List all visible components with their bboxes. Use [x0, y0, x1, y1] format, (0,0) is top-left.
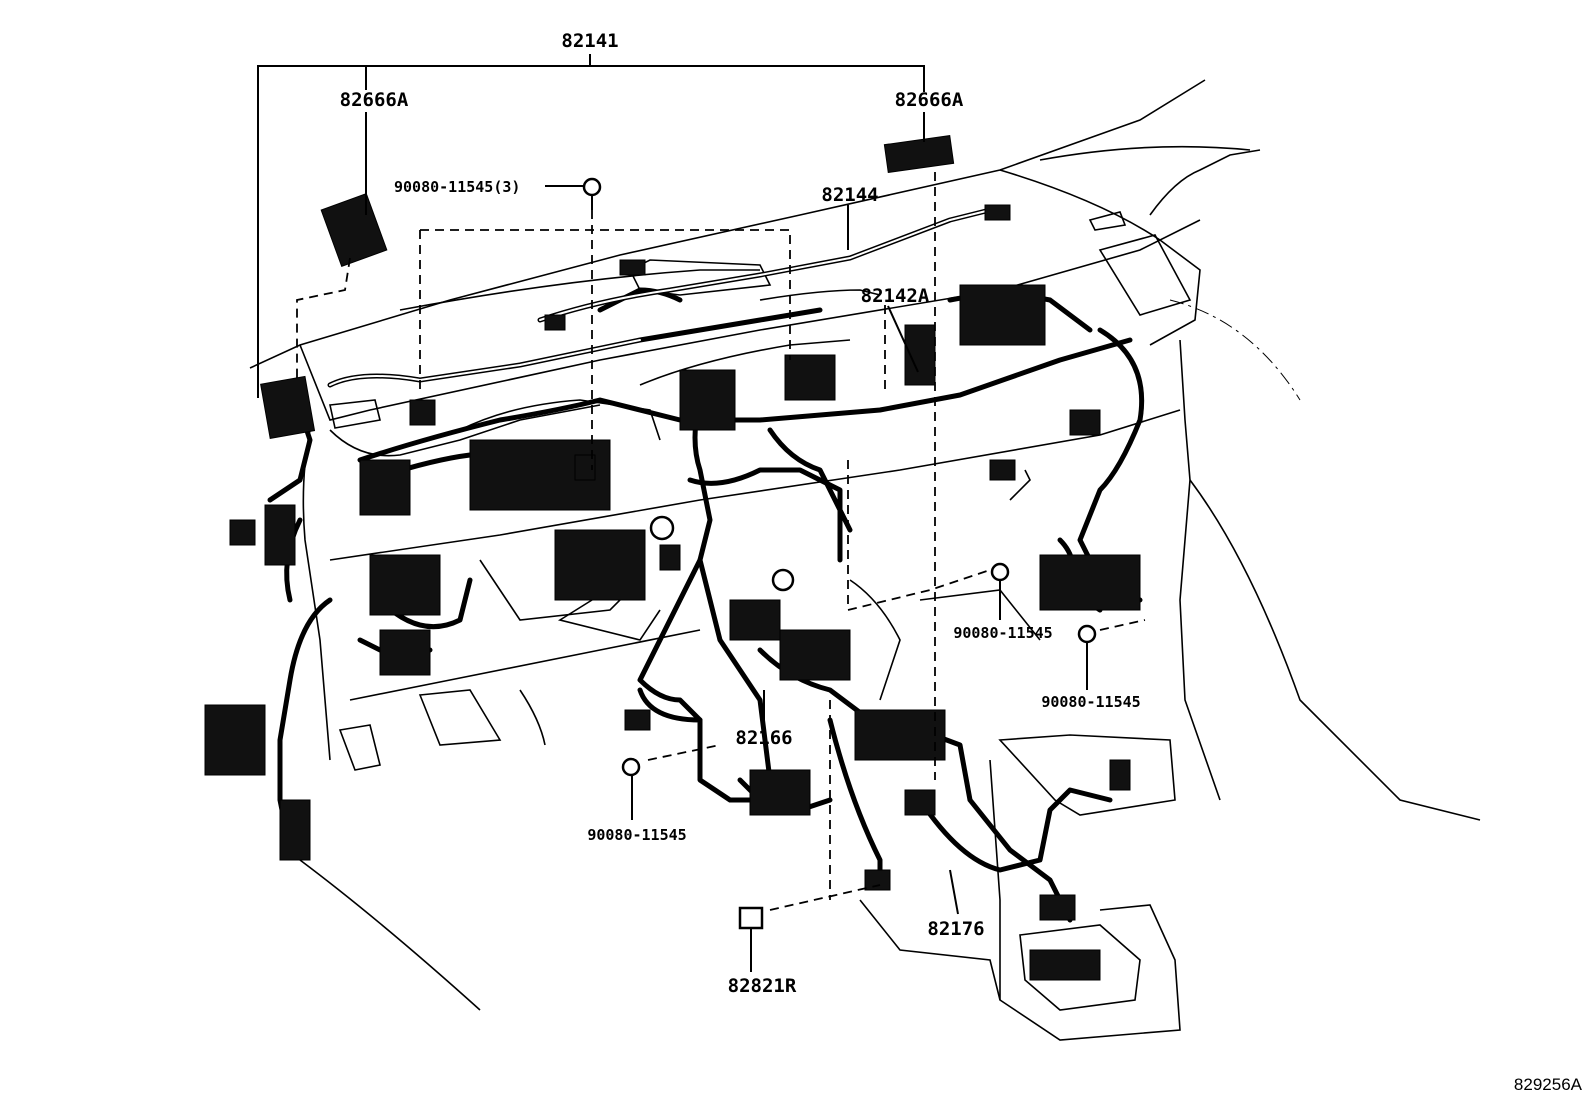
- label-82666a-right: 82666A: [895, 89, 964, 111]
- label-82821r: 82821R: [728, 975, 797, 997]
- label-bolt-right-lower: 90080-11545: [1041, 693, 1140, 711]
- label-leaders: [257, 54, 1088, 972]
- vehicle-body-outline: [249, 79, 1481, 1041]
- label-82142a: 82142A: [861, 285, 930, 307]
- part-labels: 82141 82666A 82666A 90080-11545(3) 82144…: [340, 30, 1583, 1094]
- diagram-reference-code: 829256A: [1514, 1075, 1583, 1094]
- label-bolt-bottom-left: 90080-11545: [587, 826, 686, 844]
- label-bolt-top: 90080-11545(3): [394, 178, 520, 196]
- label-82176: 82176: [927, 918, 984, 940]
- label-bolt-right-upper: 90080-11545: [953, 624, 1052, 642]
- label-82141: 82141: [561, 30, 618, 52]
- dashed-leaders: [279, 172, 1146, 911]
- label-82166: 82166: [735, 727, 792, 749]
- connectors: [204, 134, 1141, 981]
- label-82666a-left: 82666A: [340, 89, 409, 111]
- label-82144: 82144: [821, 184, 878, 206]
